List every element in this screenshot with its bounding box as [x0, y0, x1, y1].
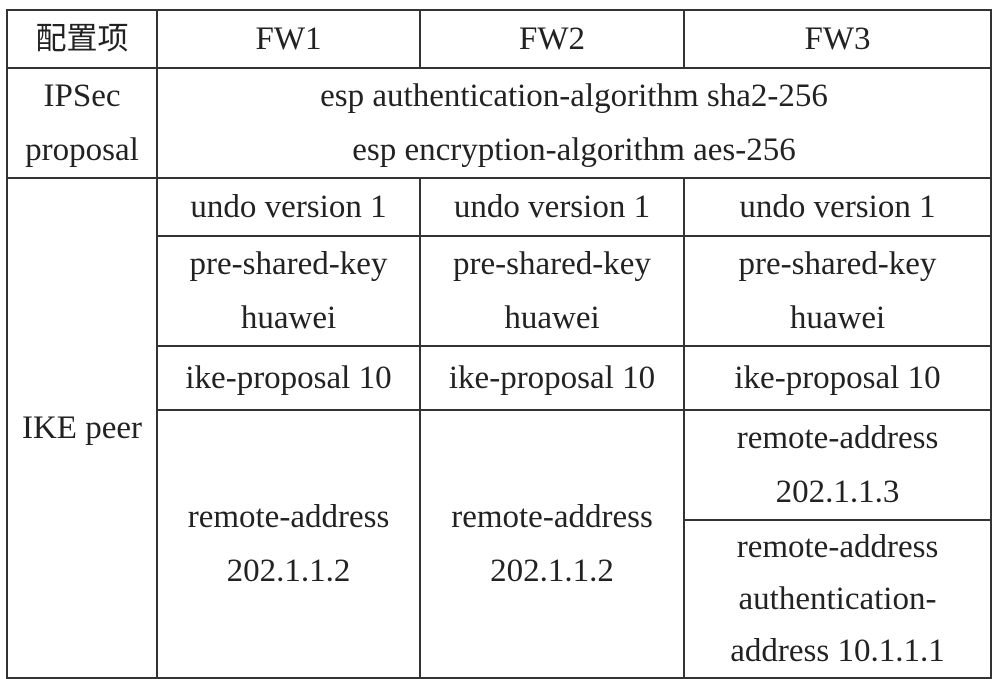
ike-peer-label: IKE peer — [6, 177, 158, 679]
pre-shared-key-fw3: pre-shared-key huawei — [683, 235, 992, 347]
ipsec-proposal-label: IPSec proposal — [6, 67, 158, 179]
header-fw3: FW3 — [683, 9, 992, 69]
undo-version-fw1: undo version 1 — [156, 177, 421, 237]
remote-address-row: remote-address 202.1.1.2 remote-address … — [7, 409, 992, 679]
undo-version-row: IKE peer undo version 1 undo version 1 u… — [6, 177, 992, 679]
pre-shared-key-fw1: pre-shared-key huawei — [156, 235, 421, 347]
undo-version-fw2: undo version 1 — [419, 177, 685, 237]
remote-address-auth-row: remote-address authentication- address 1… — [7, 519, 992, 679]
header-fw1: FW1 — [156, 9, 421, 69]
header-config-item: 配置项 — [6, 9, 158, 69]
ipsec-config-table: 配置项 FW1 FW2 FW3 IPSec proposal esp authe… — [6, 9, 992, 679]
pre-shared-key-row: pre-shared-key huawei pre-shared-key hua… — [7, 235, 992, 347]
ipsec-proposal-value: esp authentication-algorithm sha2-256 es… — [156, 67, 992, 179]
ike-proposal-fw2: ike-proposal 10 — [419, 345, 685, 411]
ike-proposal-fw3: ike-proposal 10 — [683, 345, 992, 411]
remote-address-fw3-b: remote-address authentication- address 1… — [683, 519, 992, 679]
remote-address-fw2: remote-address 202.1.1.2 — [419, 409, 685, 679]
undo-version-fw3: undo version 1 — [683, 177, 992, 237]
pre-shared-key-fw2: pre-shared-key huawei — [419, 235, 685, 347]
ike-proposal-row: ike-proposal 10 ike-proposal 10 ike-prop… — [7, 345, 992, 411]
ike-proposal-fw1: ike-proposal 10 — [156, 345, 421, 411]
ipsec-proposal-row: IPSec proposal esp authentication-algori… — [6, 67, 992, 179]
remote-address-fw1: remote-address 202.1.1.2 — [156, 409, 421, 679]
remote-address-fw3-a: remote-address 202.1.1.3 — [683, 409, 992, 521]
header-fw2: FW2 — [419, 9, 685, 69]
header-row: 配置项 FW1 FW2 FW3 — [6, 9, 992, 69]
